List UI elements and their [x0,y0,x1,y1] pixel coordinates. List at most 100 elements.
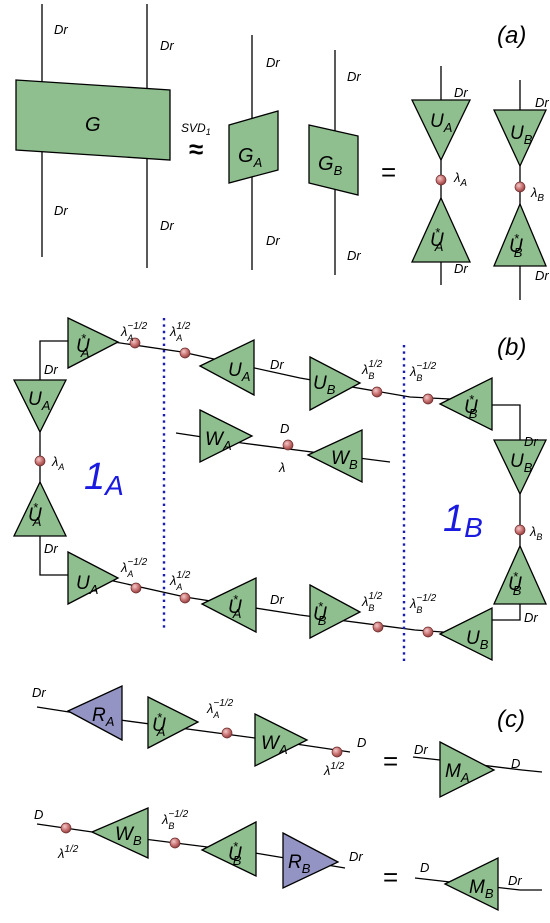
bond-label-dr: Dr [535,95,549,110]
lambda-node [371,386,383,398]
lambda-node [129,337,141,349]
approx-sign: ≈ [189,134,203,164]
tensor-UB-star [438,376,493,432]
tensor-UB-star-label: U*B [509,231,523,260]
tensor-UB-label: UB [313,373,336,397]
equals-sign: = [381,157,396,187]
tensor-MA [439,740,496,799]
tensor-UA-star [147,695,200,750]
tensor-WA-label: WA [205,429,232,453]
tensor-GB-label: GB [318,153,343,178]
lambda-label: λA−1/2 [120,321,148,343]
tensor-GA-label: GA [238,145,262,170]
bond-label-dr: Dr [44,362,58,377]
lambda-node [514,524,526,536]
tensor-UB-star [200,820,257,878]
panel-a-label: (a) [497,22,526,49]
bond-label-d: D [420,860,429,875]
lambda-node [422,393,434,405]
panel-c: (c) Dr RA U*A λA−1/2 WA D λ1/2 = Dr MA D… [32,684,543,912]
lambda-node [282,439,294,451]
bond-label-dr: Dr [266,55,280,70]
tensor-UA-star-label: U*A [76,331,90,360]
tensor-UA-label: UA [228,360,250,384]
tensor-UB-label: UB [510,123,533,147]
tensor-UB [309,355,362,412]
region-label-1B: 1B [443,498,483,543]
tensor-WA-label: WA [261,733,288,757]
bond-label-dr: Dr [54,22,68,37]
lambda-label: λB1/2 [361,591,383,613]
panel-b-label: (b) [497,334,526,361]
tensor-WA [254,712,309,768]
tensor-GA [228,110,279,184]
lambda-label: λB−1/2 [409,361,437,383]
tensor-UA-star [67,316,120,370]
bond-label-dr: Dr [32,685,46,700]
tensor-MB [443,856,499,912]
tensor-UB-star [493,202,547,267]
tensor-UA-label: UA [430,111,452,135]
bond-label-dr: Dr [414,742,428,757]
bond-line [490,404,521,621]
tensor-UB-label: UB [510,451,533,475]
tensor-UB-star [492,544,548,605]
bond-label-dr: Dr [535,268,549,283]
tensor-UA-star-label: U*A [228,592,242,621]
lambda-label: λB [529,524,542,542]
lambda-node [179,592,191,604]
tensor-UB-star [309,583,362,640]
tensor-MB-label: MB [469,877,494,901]
tensor-UB [492,109,548,168]
lambda-node [179,347,191,359]
bond-label-d: D [511,756,520,771]
lambda-node [372,621,384,633]
tensor-GB [308,124,359,196]
tensor-UA [67,550,120,606]
tensor-UA [410,99,472,162]
lambda-label: λ1/2 [323,761,345,778]
tensor-UA [12,379,68,434]
bond-label-dr: Dr [160,218,174,233]
bond-line [99,577,471,635]
bond-label-d: D [357,735,366,750]
tensor-UA-star-label: U*A [152,710,166,739]
bond-label-dr: Dr [524,610,538,625]
lambda-node [60,822,72,834]
lambda-node [514,181,526,193]
lambda-label: λB1/2 [361,359,383,381]
bond-label-dr: Dr [270,592,284,607]
bond-label-dr: Dr [508,873,522,888]
lambda-label: λA [453,170,467,189]
bond-label-d: D [280,421,289,436]
svd-label: SVD1 [181,121,211,137]
equals-sign: = [383,862,398,892]
tensor-RA-label: RA [92,705,114,729]
bond-label-dr: Dr [160,38,174,53]
tensor-WB [306,428,363,484]
tensor-WB-label: WB [331,448,358,472]
lambda-node [130,582,142,594]
lambda-label: λB−1/2 [161,809,189,831]
tensor-UA-label: UA [76,573,98,597]
bond-line [39,340,70,375]
region-label-1A: 1A [84,456,124,501]
lambda-label: λA [51,454,64,472]
bond-label-dr: Dr [349,849,363,864]
bond-label-dr: Dr [347,69,361,84]
tensor-UB-star-label: U*B [228,839,242,868]
tensor-G [15,79,171,161]
tensor-RB [282,831,340,890]
tensor-MA-label: MA [445,761,470,785]
tensor-RB-label: RB [288,852,311,876]
tensor-UA-star [12,480,68,537]
bond-label-d: D [34,807,43,822]
lambda-node [221,727,233,739]
lambda-label: λ1/2 [57,844,79,861]
lambda-label: λA−1/2 [120,557,148,579]
tensor-UA-label: UA [28,389,50,413]
tensor-WB-label: WB [115,824,142,848]
bond-label-dr: Dr [454,85,468,100]
tensor-G-label: G [85,114,101,136]
